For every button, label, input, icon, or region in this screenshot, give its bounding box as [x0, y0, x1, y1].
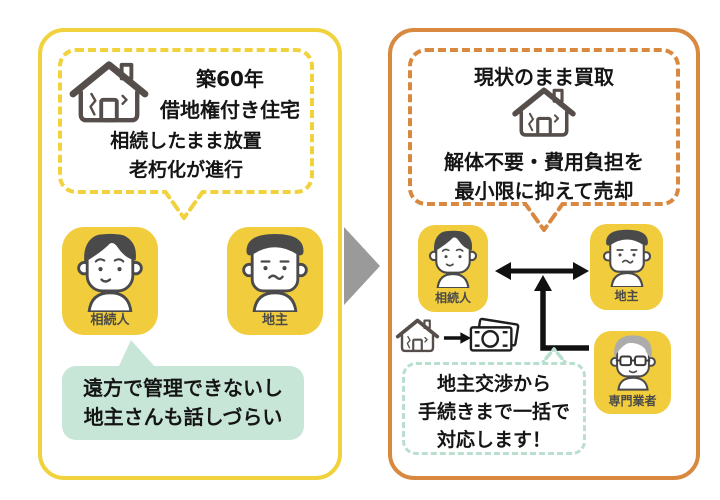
damaged-house-icon: [395, 318, 440, 353]
transition-arrow-icon: [344, 227, 380, 305]
buyout-line2: 最小限に抑えて売却: [454, 179, 634, 203]
avatar-label: 相続人: [434, 291, 471, 305]
specialist-offer-bubble: 地主交渉から 手続きまで一括で 対応します！: [402, 362, 586, 455]
bubble-tail-mint: [118, 340, 156, 368]
avatar-label: 専門業者: [608, 394, 657, 408]
offer-line1: 地主交渉から: [436, 373, 551, 395]
heir-worry-bubble: 遠方で管理できないし 地主さんも話しづらい: [62, 366, 304, 440]
damaged-house-icon: [66, 57, 152, 129]
solution-bubble: [408, 48, 680, 206]
damaged-house-icon: [509, 84, 579, 142]
property-type-line: 借地権付き住宅: [160, 98, 300, 122]
neglect-line2: 老朽化が進行: [128, 159, 243, 181]
heir-face-icon: [428, 229, 478, 288]
property-age-text: 築60年 借地権付き住宅: [152, 64, 308, 126]
avatar-label: 地主: [261, 313, 288, 328]
landlord-face-icon: [242, 232, 308, 312]
neglect-line1: 相続したまま放置: [110, 130, 262, 152]
avatar-heir-left: 相続人: [62, 227, 158, 335]
avatar-specialist: 専門業者: [594, 331, 671, 414]
avatar-landlord-left: 地主: [227, 227, 323, 335]
arrow-right-icon: [443, 332, 472, 344]
specialist-face-icon: [609, 334, 656, 391]
buyout-line1: 解体不要・費用負担を: [444, 150, 644, 174]
neglect-text: 相続したまま放置 老朽化が進行: [60, 127, 312, 185]
avatar-heir-right: 相続人: [418, 225, 488, 312]
worry-line2: 地主さんも話しづらい: [83, 405, 283, 429]
bubble-tail-yellow: [162, 190, 206, 220]
offer-line2: 手続きまで一括で: [417, 401, 570, 423]
offer-line3: 対応します！: [436, 429, 551, 451]
money-bills-icon: [469, 317, 520, 352]
worry-line1: 遠方で管理できないし: [83, 376, 283, 400]
heir-face-icon: [77, 232, 143, 312]
support-arrow-icon: [534, 275, 589, 351]
avatar-label: 地主: [614, 289, 639, 303]
landlord-face-icon: [602, 228, 651, 287]
buyout-detail-text: 解体不要・費用負担を 最小限に抑えて売却: [410, 148, 678, 206]
buyout-title: 現状のまま買取: [474, 65, 614, 89]
bubble-tail-orange: [522, 202, 566, 232]
property-age-line: 築60年: [196, 67, 264, 91]
avatar-label: 相続人: [90, 313, 130, 328]
double-arrow-icon: [495, 262, 589, 280]
avatar-landlord-right: 地主: [590, 224, 663, 310]
